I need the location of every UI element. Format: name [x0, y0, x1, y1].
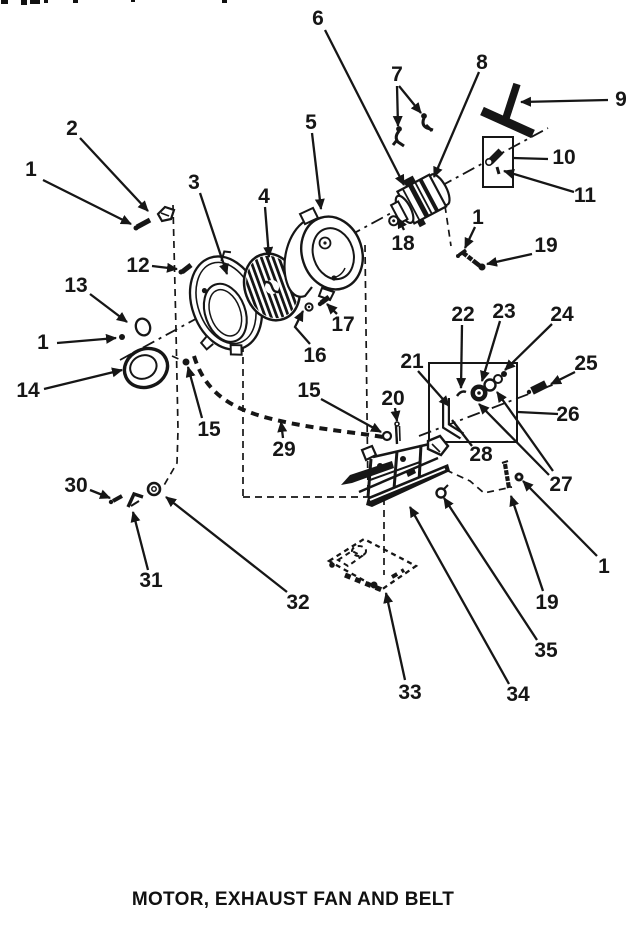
washer-and-screw-parts [304, 295, 331, 312]
callout-4: 4 [258, 185, 270, 208]
nut-part-1d [514, 472, 524, 482]
callout-10: 10 [552, 146, 575, 169]
callout-1-a: 1 [25, 158, 37, 181]
callout-27: 27 [549, 473, 572, 496]
callout-18: 18 [391, 232, 415, 255]
fan-cover-part [283, 206, 364, 302]
screw-part-12 [178, 263, 193, 275]
belt-dashed [192, 355, 390, 440]
callout-6: 6 [312, 7, 324, 30]
callout-30: 30 [64, 474, 87, 497]
retaining-ring-part [134, 317, 152, 337]
callout-9: 9 [615, 88, 627, 111]
callout-31: 31 [139, 569, 163, 592]
callout-23: 23 [492, 300, 515, 323]
fastener-dot-part [119, 334, 125, 340]
leader-lines [42, 29, 609, 685]
callout-16: 16 [303, 344, 326, 367]
wire-clip-part [391, 113, 434, 148]
callout-32: 32 [286, 591, 309, 614]
callout-13: 13 [64, 274, 87, 297]
fastener-detail-box [482, 136, 514, 188]
callout-20: 20 [381, 387, 404, 410]
callout-2: 2 [66, 117, 78, 140]
callout-28: 28 [469, 443, 493, 466]
screw-part-15a [182, 358, 190, 366]
callout-1-b: 1 [472, 206, 484, 229]
screw-and-clip-parts [133, 205, 176, 231]
callout-labels: 6 7 8 9 2 1 10 11 5 3 4 12 18 1 19 13 1 … [16, 7, 627, 706]
callout-19-b: 19 [535, 591, 558, 614]
callout-1-c: 1 [37, 331, 49, 354]
callout-17: 17 [331, 313, 354, 336]
callout-3: 3 [188, 171, 200, 194]
callout-19-a: 19 [534, 234, 557, 257]
screw-parts-right [456, 248, 486, 271]
callout-24: 24 [550, 303, 574, 326]
callout-11: 11 [574, 184, 597, 207]
callout-25: 25 [574, 352, 598, 375]
idler-detail-box [428, 362, 518, 443]
ring-part-15b [381, 430, 393, 442]
callout-33: 33 [398, 681, 421, 704]
pin-part-20 [394, 421, 401, 445]
felt-seal-part [122, 346, 170, 390]
callout-21: 21 [400, 350, 424, 373]
callout-8: 8 [476, 51, 488, 74]
callout-7: 7 [391, 63, 403, 86]
mounting-plate-phantom [326, 537, 419, 593]
callout-15-b: 15 [297, 379, 321, 402]
callout-1-d: 1 [598, 555, 610, 578]
cropped-text-fragment [1, 0, 227, 5]
bolt-part-25 [526, 380, 548, 395]
figure-caption: MOTOR, EXHAUST FAN AND BELT [131, 889, 455, 910]
motor-part [388, 173, 451, 228]
bulkhead-dashed-outline [162, 204, 513, 575]
fastener-cluster-parts [108, 481, 162, 508]
belt-guard-bracket-part [480, 82, 535, 139]
callout-29: 29 [272, 438, 295, 461]
grommet-part-35 [435, 484, 449, 499]
callout-5: 5 [305, 111, 317, 134]
callout-14: 14 [16, 379, 40, 402]
screw-part-19b [501, 460, 513, 489]
callout-15-a: 15 [197, 418, 221, 441]
callout-35: 35 [534, 639, 558, 662]
callout-22: 22 [451, 303, 474, 326]
callout-12: 12 [126, 254, 149, 277]
callout-26: 26 [556, 403, 579, 426]
motor-bracket-part [341, 434, 450, 507]
callout-34: 34 [506, 683, 530, 706]
